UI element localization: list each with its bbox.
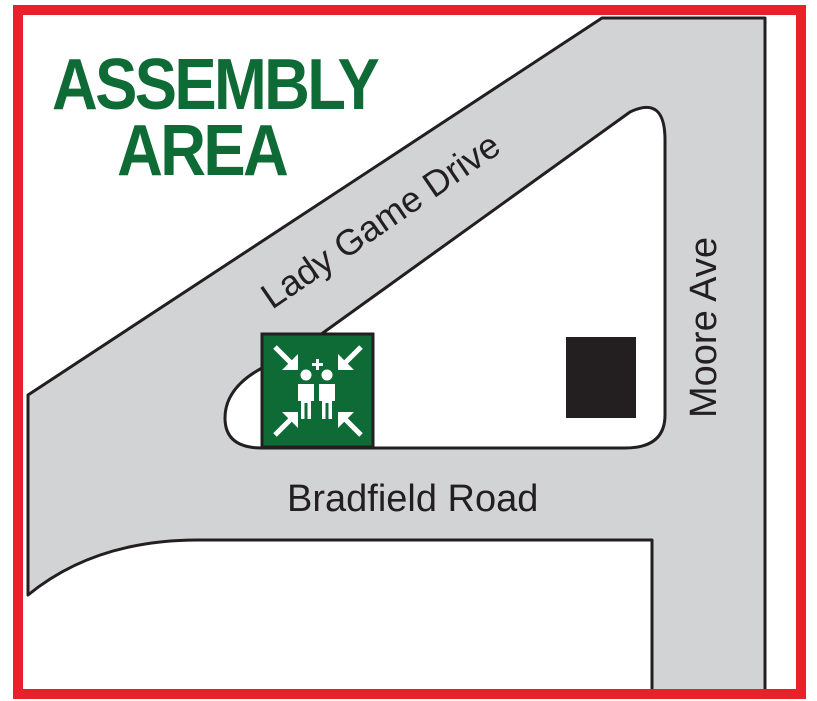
assembly-area-title: ASSEMBLY AREA [52, 45, 380, 191]
assembly-point-sign [260, 332, 375, 449]
title-line-1: ASSEMBLY [52, 45, 380, 125]
assembly-point-icon [273, 345, 363, 437]
street-label-moore-ave: Moore Ave [683, 237, 725, 418]
street-label-bradfield-road: Bradfield Road [287, 478, 538, 520]
map-frame-border [13, 5, 806, 699]
title-line-2: AREA [117, 111, 289, 191]
building-block [566, 337, 636, 418]
